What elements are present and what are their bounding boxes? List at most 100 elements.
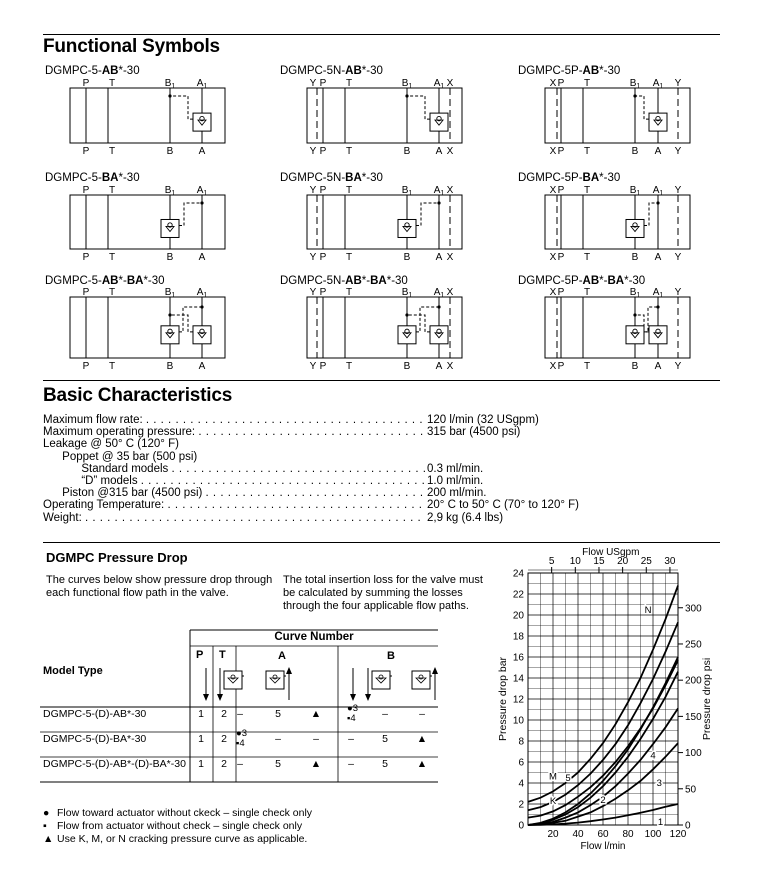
char-value-6: 1.0 ml/min.: [427, 475, 484, 487]
port-p-bottom: P: [320, 252, 327, 263]
x2-axis-label: Flow USgpm: [582, 547, 639, 558]
port-y-bottom: Y: [310, 361, 317, 372]
check-valve-b-ball: [167, 222, 173, 228]
valve-body: [69, 194, 226, 250]
legend-item-1: ●Flow toward actuator without ckeck – si…: [43, 807, 312, 819]
port-t-top: T: [584, 287, 590, 298]
row-model-1: DGMPC-5-(D)-AB*-30: [43, 708, 147, 720]
port-t-bottom: T: [109, 252, 115, 263]
port-b-bottom: B: [167, 146, 174, 157]
check-valve-a-check: [434, 119, 444, 126]
char-label: Piston @315 bar (4500 psi): [43, 487, 206, 500]
port-t-top: T: [109, 185, 115, 196]
port-b-bottom: B: [167, 252, 174, 263]
pilot-path-2: [170, 314, 193, 333]
port-t-bottom: T: [584, 361, 590, 372]
y2-tick-100: 100: [685, 748, 702, 759]
y-tick-16: 16: [513, 653, 525, 664]
port-t-top: T: [584, 78, 590, 89]
check-ball: [418, 674, 424, 680]
port-t-top: T: [346, 78, 352, 89]
port-a-bottom: A: [436, 361, 443, 372]
series-1-line: [527, 803, 679, 826]
valve-body: [544, 194, 691, 250]
port-a1-top: A1: [653, 185, 664, 197]
section-rule: [43, 380, 720, 381]
row-c1: –: [237, 708, 243, 720]
char-dots: . . . . . . . . . . . . . . . . . . . . …: [145, 414, 424, 426]
char-dots: . . . . . . . . . . . . . . . . . . . . …: [205, 487, 424, 500]
port-p-top: P: [558, 78, 565, 89]
char-dots: . . . . . . . . . . . . . . . . . . . . …: [198, 426, 424, 439]
check-valve-a-check: [197, 332, 207, 339]
check-valve-a: [192, 325, 212, 345]
series-5-line: [527, 656, 679, 826]
check-valve-a-ball: [436, 115, 442, 122]
char-label: Operating Temperature:: [43, 499, 168, 512]
valve-body: [306, 296, 463, 359]
valve-title-9: DGMPC-5P-AB*-BA*-30: [518, 275, 645, 287]
junction: [656, 305, 660, 309]
y2-axis-label: Pressure drop psi: [701, 658, 713, 740]
junction: [437, 305, 441, 309]
port-p-top: P: [558, 185, 565, 196]
check-valve-b-check: [402, 226, 412, 233]
row-c3: ▲: [310, 708, 322, 720]
check-valve-a-ball: [655, 328, 661, 334]
char-dots: . . . . . . . . . . . . . . . . . . . . …: [84, 511, 425, 524]
check-valve-b: [160, 325, 180, 345]
flow-path-icon-6: [411, 667, 438, 700]
port-x-top: X: [447, 78, 454, 89]
pilot-path-1: [179, 306, 202, 333]
y2-tick-200: 200: [685, 676, 702, 687]
port-b1-top: B1: [402, 287, 413, 299]
port-t-top: T: [109, 287, 115, 298]
port-x-bottom: X: [550, 361, 557, 372]
port-t-bottom: T: [346, 361, 352, 372]
x-axis-label: Flow l/min: [580, 841, 625, 852]
char-label: Standard models: [43, 462, 172, 475]
y-tick-24: 24: [513, 569, 525, 580]
arrow-head: [432, 667, 438, 674]
pilot-path: [179, 202, 202, 226]
row-c4: –: [348, 758, 354, 770]
functional-symbols-title: Functional Symbols: [43, 36, 220, 57]
check-symbol: [411, 670, 431, 690]
port-t-bottom: T: [109, 146, 115, 157]
junction: [405, 313, 409, 317]
char-label: Maximum flow rate:: [43, 414, 146, 426]
char-value-9: 2,9 kg (6.4 lbs): [427, 511, 504, 524]
pilot-path: [635, 95, 649, 120]
char-value-7: 200 ml/min.: [427, 487, 487, 500]
valve-title-2: DGMPC-5N-AB*-30: [280, 65, 383, 77]
row-c5: –: [382, 708, 388, 720]
char-row-7: Piston @315 bar (4500 psi) . . . . . . .…: [43, 487, 425, 499]
legend-text: Use K, M, or N cracking pressure curve a…: [57, 833, 308, 845]
check-valve-b: [160, 218, 180, 238]
basic-characteristics-title: Basic Characteristics: [43, 385, 233, 406]
valve-title-8: DGMPC-5N-AB*-BA*-30: [280, 275, 408, 287]
port-a-bottom: A: [655, 146, 662, 157]
pilot-path: [170, 95, 193, 120]
port-a-bottom: A: [199, 146, 206, 157]
series-label-K: K: [550, 796, 557, 807]
port-y-bottom: Y: [675, 361, 682, 372]
check-valve-b-check: [630, 226, 640, 233]
port-x-top: X: [550, 185, 557, 196]
port-p-top: P: [83, 287, 90, 298]
port-y-top: Y: [310, 287, 317, 298]
x2-tick-10: 10: [570, 556, 582, 567]
check-valve-a-check: [197, 119, 207, 126]
legend-text: Flow from actuator without check – singl…: [57, 820, 303, 832]
port-b-bottom: B: [404, 146, 411, 157]
port-b-bottom: B: [632, 361, 639, 372]
port-t-top: T: [346, 185, 352, 196]
port-x-bottom: X: [447, 361, 454, 372]
port-x-top: X: [447, 185, 454, 196]
y-tick-8: 8: [518, 737, 524, 748]
check-valve-b-ball: [632, 328, 638, 334]
port-p-bottom: P: [558, 252, 565, 263]
col-t-header: T: [219, 649, 226, 661]
valve-body: [306, 194, 463, 250]
